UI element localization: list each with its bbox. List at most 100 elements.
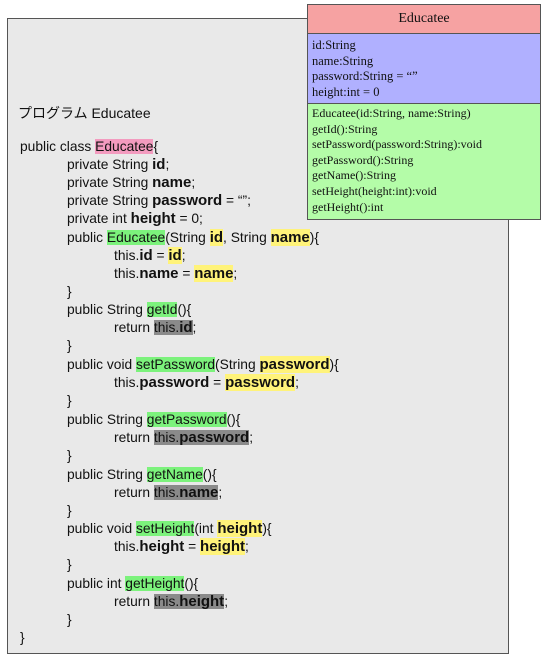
uml-operation: getId():String [312,121,378,136]
code-token: private int [67,211,131,226]
param-highlight: id [168,247,182,264]
return-highlight: this. [153,594,180,609]
code-token: = [152,248,169,263]
uml-attributes: id:String name:String password:String = … [308,34,540,104]
uml-operation: getName():String [312,168,396,183]
code-token: ){ [309,230,319,245]
code-line: } [67,448,72,463]
param-highlight: name [270,229,310,246]
code-token: ; [249,430,254,445]
code-token: ; [233,266,238,281]
param-highlight: id [209,229,224,246]
code-line: public Educatee(String id, String name){ [67,229,319,247]
code-line: public void setHeight(int height){ [67,520,272,538]
field-name: id [179,319,193,336]
uml-operation: Educatee(id:String, name:String) [312,106,471,120]
code-line: private String id; [67,156,169,174]
code-line: this.height = height; [114,538,249,556]
code-token: ; [224,594,229,609]
code-token: public class [20,139,96,154]
code-token: , String [223,230,271,245]
code-token: public void [67,357,137,372]
code-token: (String [165,230,210,245]
code-token: (){ [184,576,199,591]
param-highlight: password [225,374,296,391]
code-line: public String getId(){ [67,301,191,319]
uml-class-box: Educatee id:String name:String password:… [307,4,541,221]
field-name: name [179,484,219,501]
code-token: (){ [226,412,241,427]
code-token: (int [194,521,218,536]
code-token: ){ [262,521,272,536]
code-token: return [114,320,154,335]
uml-class-name: Educatee [308,5,540,34]
code-token: ; [245,539,249,554]
code-token: this. [114,375,140,390]
method-name-highlight: getPassword [146,412,227,427]
code-token: private String [67,175,153,190]
field-name: password [179,429,250,446]
code-line: return this.password; [114,429,253,447]
uml-attribute: password:String = “” [312,69,418,83]
method-name-highlight: getName [146,467,203,482]
uml-operation: getPassword():String [312,152,414,167]
code-token: = [209,375,226,390]
return-highlight: this. [153,320,180,335]
code-line: public void setPassword(String password)… [67,356,339,374]
code-line: return this.name; [114,484,222,502]
code-token: = [184,539,201,554]
code-line: public class Educatee{ [20,138,158,156]
code-line: return this.height; [114,593,228,611]
code-token: this. [114,266,140,281]
uml-attribute: id:String [312,38,356,52]
code-token: ; [192,320,197,335]
code-line: this.id = id; [114,247,186,265]
program-title: プログラム Educatee [18,105,151,121]
code-token: return [114,430,154,445]
code-token: private String [67,157,153,172]
code-line: public String getName(){ [67,466,217,484]
code-token: public int [67,576,126,591]
code-token: public String [67,302,147,317]
code-token: { [153,139,159,154]
uml-operation: getHeight():int [312,199,384,214]
code-token: public [67,230,107,245]
code-token: (){ [202,467,217,482]
code-token: public String [67,412,147,427]
code-token: public String [67,467,147,482]
code-token: this. [114,248,140,263]
field-name: password [139,374,210,391]
code-line: } [20,630,25,645]
field-name: height [179,593,225,610]
field-name: password [152,192,223,209]
code-token: (String [215,357,260,372]
method-name-highlight: getHeight [125,576,185,591]
code-line: public String getPassword(){ [67,411,240,429]
field-name: height [130,210,176,227]
code-token: = “”; [222,193,251,208]
code-token: ; [191,175,196,190]
uml-attribute: height:int = 0 [312,84,380,99]
method-name-highlight: setPassword [136,357,216,372]
field-name: height [139,538,185,555]
code-line: this.password = password; [114,374,299,392]
code-token: = [178,266,195,281]
code-token: return [114,594,154,609]
field-name: id [139,247,153,264]
code-token: public void [67,521,137,536]
return-highlight: this. [153,485,180,500]
code-line: } [67,393,72,408]
code-token: ; [218,485,223,500]
code-token: private String [67,193,153,208]
code-line: private String password = “”; [67,192,251,210]
return-highlight: this. [153,430,180,445]
code-token: ){ [329,357,339,372]
method-name-highlight: setHeight [136,521,195,536]
param-highlight: height [217,520,263,537]
method-name-highlight: getId [146,302,178,317]
code-line: } [67,557,72,572]
code-line: } [67,338,72,353]
uml-attribute: name:String [312,53,374,68]
field-name: name [152,174,192,191]
method-name-highlight: Educatee [106,230,166,245]
